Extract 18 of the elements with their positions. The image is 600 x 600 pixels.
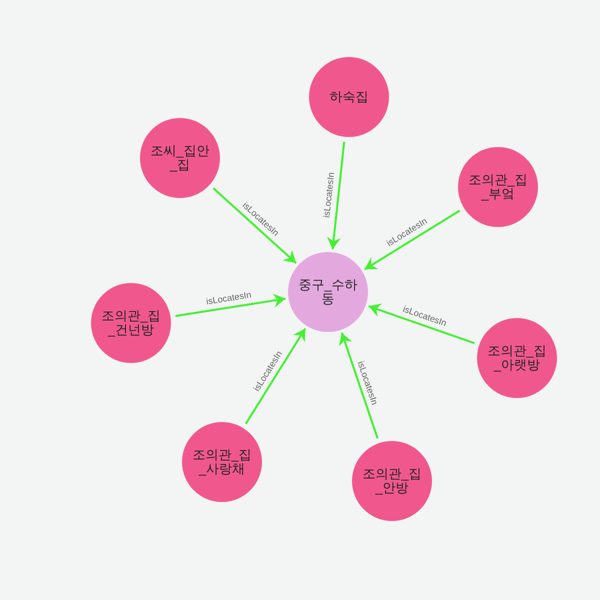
arrow [244, 328, 306, 424]
node-label: 조의관_집_부엌 [467, 173, 529, 201]
arrow [212, 187, 297, 264]
arrow [364, 210, 460, 270]
node-label: 조의관_집_아랫방 [486, 344, 548, 372]
node-label: 조의관_집_안방 [361, 467, 423, 495]
node-label: 중구_수하동 [297, 278, 359, 306]
arrow [326, 142, 346, 250]
node-label: 하숙집 [328, 90, 370, 104]
arrow [339, 332, 379, 439]
arrow [368, 304, 475, 344]
arrow [175, 294, 286, 317]
node-label: 조씨_집안_집 [149, 144, 211, 172]
edge-label: isLocatesIn [322, 171, 337, 218]
node-circle [288, 252, 368, 332]
edge-label: isLocatesIn [206, 290, 252, 307]
node-label: 조의관_집_건넌방 [100, 309, 162, 337]
node-label: 조의관_집_사랑채 [191, 448, 253, 476]
